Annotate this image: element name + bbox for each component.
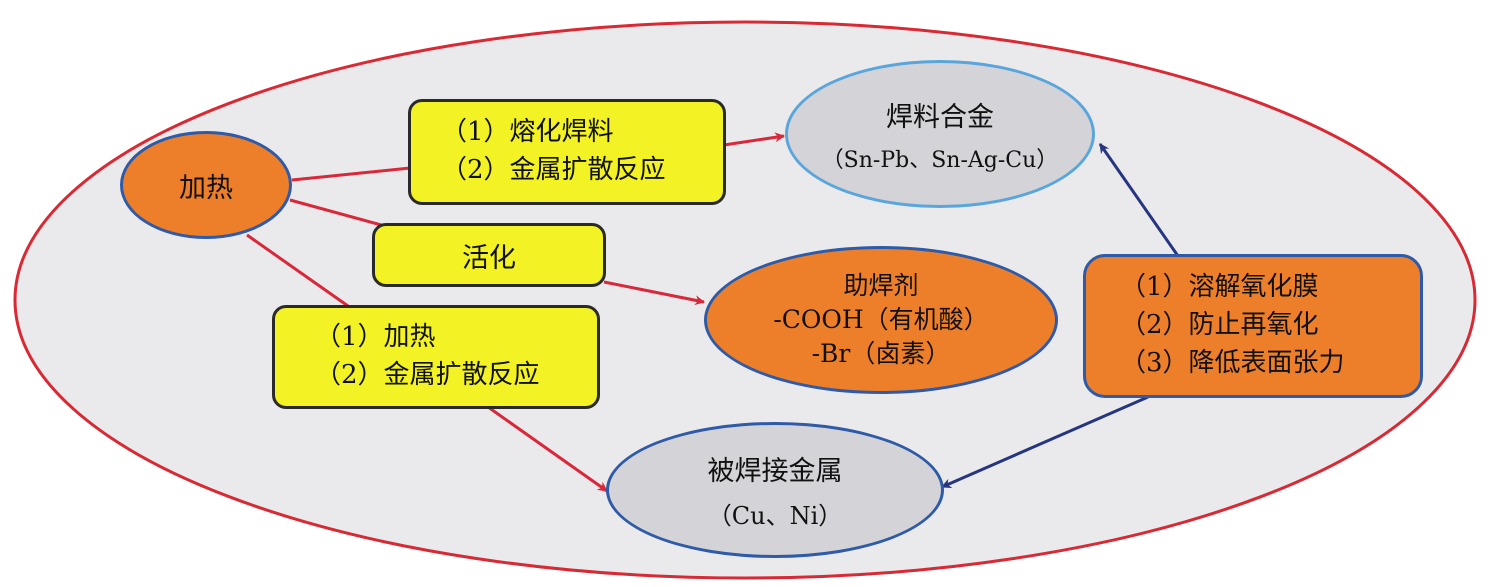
flux-functions-line-2: （2）防止再氧化 bbox=[1120, 310, 1319, 341]
solder-alloy-title: 焊料合金 bbox=[886, 101, 994, 133]
connector-heating-to-melt-box bbox=[291, 166, 411, 182]
base-metal-title: 被焊接金属 bbox=[707, 456, 843, 487]
melt-box-line-1: （1）熔化焊料 bbox=[441, 117, 614, 148]
arrow-melt-box-to-solder-alloy bbox=[723, 132, 785, 147]
flux-line-2: -Br（卤素） bbox=[811, 338, 951, 368]
heating-label: 加热 bbox=[179, 172, 233, 204]
arrow-activation-box-to-flux bbox=[603, 280, 705, 306]
flux-node: 助焊剂 -COOH（有机酸） -Br（卤素） bbox=[704, 246, 1058, 394]
melt-box-line-2: （2）金属扩散反应 bbox=[441, 155, 666, 185]
solder-alloy-subtitle: （Sn-Pb、Sn-Ag-Cu） bbox=[821, 147, 1059, 173]
heat-diffuse-line-1: （1）加热 bbox=[315, 322, 436, 353]
heat-diffuse-line-2: （2）金属扩散反应 bbox=[315, 360, 540, 390]
flux-title: 助焊剂 bbox=[843, 271, 919, 301]
base-metal-node: 被焊接金属 （Cu、Ni） bbox=[606, 422, 944, 558]
flux-functions-box: （1）溶解氧化膜 （2）防止再氧化 （3）降低表面张力 bbox=[1083, 254, 1423, 398]
solder-alloy-node: 焊料合金 （Sn-Pb、Sn-Ag-Cu） bbox=[785, 60, 1095, 208]
activation-label: 活化 bbox=[462, 242, 516, 274]
heat-diffuse-box: （1）加热 （2）金属扩散反应 bbox=[272, 305, 600, 409]
flux-functions-line-1: （1）溶解氧化膜 bbox=[1120, 272, 1319, 303]
connector-heating-to-activation-box bbox=[289, 198, 386, 228]
arrow-flux-functions-to-base-metal bbox=[941, 395, 1149, 489]
arrow-heat-diffuse-box-to-base-metal bbox=[487, 405, 608, 493]
base-metal-subtitle: （Cu、Ni） bbox=[707, 502, 843, 530]
heating-node: 加热 bbox=[120, 131, 292, 239]
activation-box: 活化 bbox=[372, 223, 606, 287]
arrow-flux-functions-to-solder-alloy bbox=[1098, 143, 1180, 257]
flux-functions-line-3: （3）降低表面张力 bbox=[1120, 347, 1345, 378]
melt-box: （1）熔化焊料 （2）金属扩散反应 bbox=[408, 99, 726, 205]
flux-line-1: -COOH（有机酸） bbox=[773, 305, 989, 335]
connector-heating-to-heat-diffuse-box bbox=[246, 233, 349, 308]
